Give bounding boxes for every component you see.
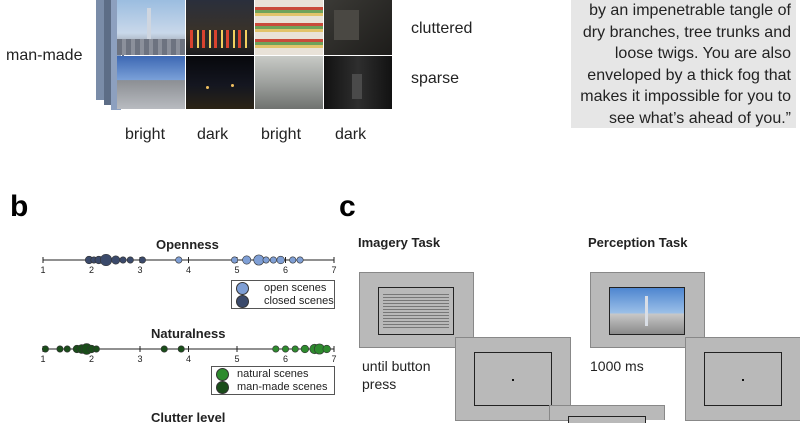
tick-label: 1 bbox=[40, 265, 45, 274]
photo-garage-bright bbox=[255, 56, 323, 109]
data-point bbox=[160, 345, 168, 353]
quote-text: by an impenetrable tangle of dry branche… bbox=[580, 2, 791, 127]
perception-screen-fixation bbox=[685, 337, 800, 421]
data-point bbox=[269, 256, 277, 264]
imagery-screen-text bbox=[359, 272, 474, 348]
label-bright-1: bright bbox=[125, 126, 166, 143]
photo-room-dark bbox=[324, 0, 392, 55]
photo-supermarket-bright bbox=[255, 0, 323, 55]
legend-label-open: open scenes bbox=[264, 282, 327, 294]
data-point bbox=[138, 256, 146, 264]
stacked-photo-edge bbox=[111, 0, 122, 110]
fixation-dot bbox=[742, 379, 744, 381]
tick-label: 2 bbox=[89, 265, 94, 274]
data-point bbox=[322, 344, 331, 354]
tick-label: 3 bbox=[137, 354, 142, 363]
data-point bbox=[272, 345, 280, 353]
tower-shape bbox=[645, 296, 648, 326]
tick-label: 4 bbox=[186, 354, 191, 363]
data-point bbox=[41, 345, 49, 353]
label-dark-1: dark bbox=[197, 126, 229, 143]
label-bright-2: bright bbox=[261, 126, 302, 143]
photo-cityscape-bright bbox=[117, 0, 185, 55]
tick-label: 5 bbox=[234, 265, 239, 274]
data-point bbox=[119, 256, 127, 264]
perception-task-title: Perception Task bbox=[588, 235, 688, 250]
row-label-man-made: man-made bbox=[6, 47, 83, 64]
photo-parking-bright bbox=[117, 56, 185, 109]
naturalness-legend: natural scenes man-made scenes bbox=[211, 366, 335, 395]
tick-label: 2 bbox=[89, 354, 94, 363]
data-point bbox=[177, 345, 185, 353]
data-point bbox=[63, 345, 71, 353]
legend-dot-man-made bbox=[216, 381, 229, 394]
tick-label: 7 bbox=[331, 265, 336, 274]
imagery-screen-next bbox=[549, 405, 665, 423]
photo-corridor-dark bbox=[324, 56, 392, 109]
data-point bbox=[99, 253, 113, 267]
data-point bbox=[291, 345, 299, 353]
quote-box: by an impenetrable tangle of dry branche… bbox=[571, 0, 796, 128]
perception-photo bbox=[609, 287, 685, 335]
fixation-dot bbox=[512, 379, 514, 381]
imagery-next-frame bbox=[568, 416, 646, 423]
data-point bbox=[175, 256, 183, 264]
data-point bbox=[242, 255, 252, 265]
perception-caption: 1000 ms bbox=[590, 358, 644, 374]
data-point bbox=[282, 345, 290, 353]
legend-label-natural: natural scenes bbox=[237, 368, 309, 380]
panel-letter-b: b bbox=[10, 190, 29, 223]
tick-label: 6 bbox=[283, 265, 288, 274]
data-point bbox=[92, 345, 100, 353]
imagery-instruction-text bbox=[383, 292, 449, 330]
perception-screen-image bbox=[590, 272, 705, 348]
tick-label: 5 bbox=[234, 354, 239, 363]
data-point bbox=[56, 345, 64, 353]
panel-letter-c: c bbox=[339, 190, 356, 223]
scale-title-openness: Openness bbox=[156, 237, 219, 252]
legend-label-man-made: man-made scenes bbox=[237, 381, 328, 393]
scale-title-clutter: Clutter level bbox=[151, 410, 226, 425]
tick-label: 3 bbox=[137, 265, 142, 274]
openness-legend: open scenes closed scenes bbox=[231, 280, 335, 309]
photo-traffic-dark bbox=[186, 0, 254, 55]
imagery-fixation-frame bbox=[474, 352, 552, 406]
data-point bbox=[276, 255, 285, 265]
data-point bbox=[296, 256, 304, 264]
label-sparse: sparse bbox=[411, 70, 460, 87]
data-point bbox=[289, 256, 297, 264]
data-point bbox=[300, 344, 310, 354]
data-point bbox=[262, 256, 270, 264]
perception-fixation-frame bbox=[704, 352, 782, 406]
legend-dot-natural bbox=[216, 368, 229, 381]
label-dark-2: dark bbox=[335, 126, 367, 143]
photo-street-dark bbox=[186, 56, 254, 109]
imagery-task-title: Imagery Task bbox=[358, 235, 441, 250]
tick-label: 7 bbox=[331, 354, 336, 363]
legend-label-closed: closed scenes bbox=[264, 295, 334, 307]
tick-label: 6 bbox=[283, 354, 288, 363]
legend-dot-open bbox=[236, 282, 249, 295]
legend-dot-closed bbox=[236, 295, 249, 308]
scale-title-naturalness: Naturalness bbox=[151, 326, 226, 341]
naturalness-scale: 1 2 3 4 5 6 7 bbox=[40, 343, 337, 363]
openness-scale: 1 2 3 4 5 6 7 bbox=[40, 253, 337, 274]
data-point bbox=[111, 255, 121, 265]
label-cluttered: cluttered bbox=[411, 20, 473, 37]
imagery-text-frame bbox=[378, 287, 454, 335]
data-point bbox=[126, 256, 134, 264]
data-point bbox=[231, 256, 239, 264]
imagery-caption: until button press bbox=[362, 358, 431, 392]
tick-label: 1 bbox=[40, 354, 45, 363]
tick-label: 4 bbox=[186, 265, 191, 274]
data-point bbox=[253, 254, 265, 266]
